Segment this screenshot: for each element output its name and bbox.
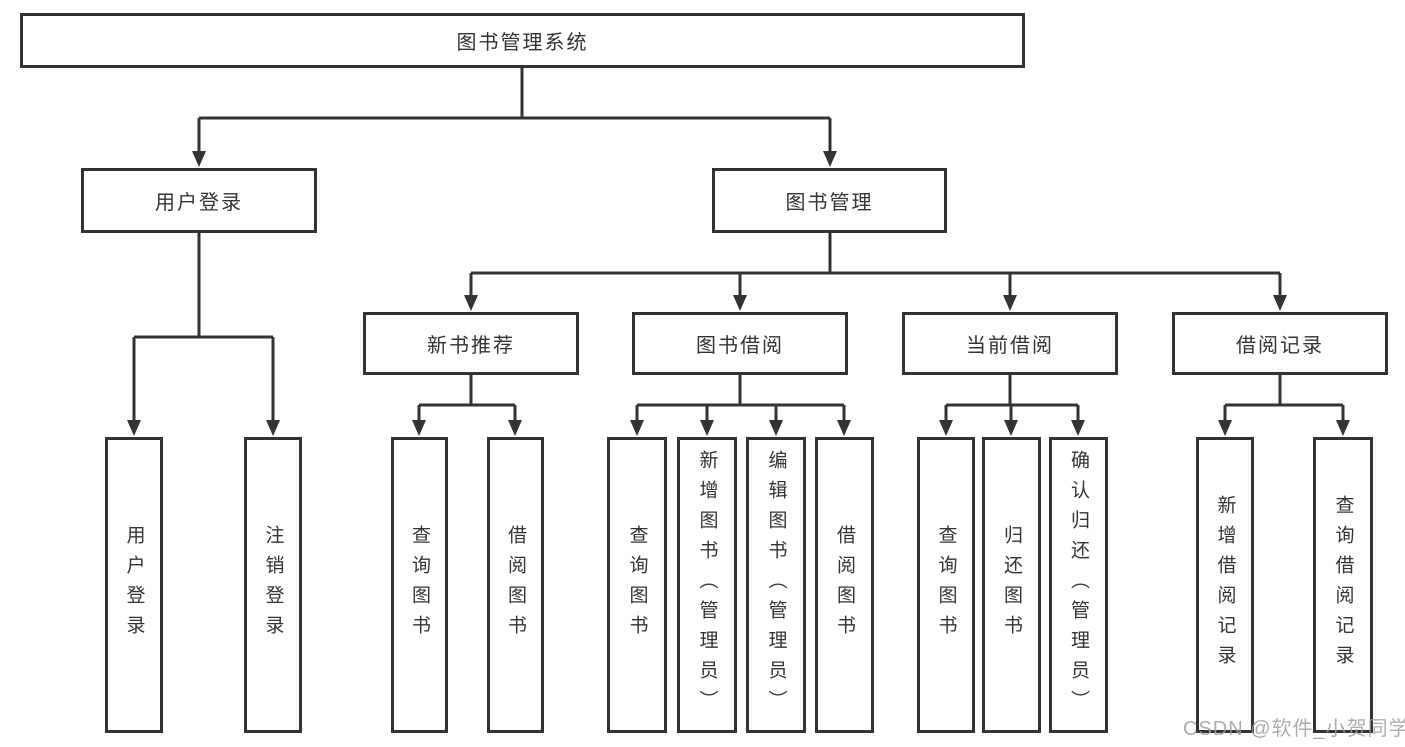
leaf-label: 归还图书 xyxy=(1001,525,1022,645)
leaf-label: 新增借阅记录 xyxy=(1214,495,1236,675)
leaf-label: 查询图书 xyxy=(935,525,957,645)
leaf-label: 注销登录 xyxy=(262,525,284,645)
watermark: CSDN @软件_小贺同学 xyxy=(1183,718,1405,740)
node-library-management-system: 图书管理系统 xyxy=(20,13,1025,68)
leaf-label: 用户登录 xyxy=(123,525,145,645)
node-user-login: 用户登录 xyxy=(81,168,317,233)
leaf-add-borrow-record: 新增借阅记录 xyxy=(1196,437,1254,733)
leaf-edit-books-admin: 编辑图书（管理员） xyxy=(746,437,806,733)
leaf-query-books-borrowing: 查询图书 xyxy=(607,437,667,733)
leaf-query-books-current: 查询图书 xyxy=(917,437,975,733)
leaf-borrow-books-borrowing: 借阅图书 xyxy=(815,437,874,733)
leaf-query-books-recommend: 查询图书 xyxy=(391,437,448,733)
leaf-return-books: 归还图书 xyxy=(982,437,1041,733)
node-borrowing-records: 借阅记录 xyxy=(1172,312,1388,375)
leaf-label: 借阅图书 xyxy=(834,525,855,645)
leaf-label: 借阅图书 xyxy=(505,525,526,645)
leaf-label: 查询图书 xyxy=(409,525,430,645)
node-book-management: 图书管理 xyxy=(712,168,947,233)
leaf-label: 确认归还（管理员） xyxy=(1068,450,1089,720)
leaf-confirm-return-admin: 确认归还（管理员） xyxy=(1049,437,1108,733)
leaf-label: 编辑图书（管理员） xyxy=(765,450,787,720)
leaf-logout-login: 注销登录 xyxy=(244,437,302,733)
leaf-user-login: 用户登录 xyxy=(105,437,163,733)
leaf-query-borrow-record: 查询借阅记录 xyxy=(1313,437,1373,733)
leaf-add-books-admin: 新增图书（管理员） xyxy=(677,437,737,733)
node-new-book-recommendation: 新书推荐 xyxy=(363,312,579,375)
node-book-borrowing: 图书借阅 xyxy=(632,312,848,375)
node-current-borrowing: 当前借阅 xyxy=(902,312,1118,375)
leaf-label: 查询图书 xyxy=(626,525,648,645)
leaf-label: 新增图书（管理员） xyxy=(696,450,718,720)
leaf-borrow-books-recommend: 借阅图书 xyxy=(487,437,544,733)
arrowheads xyxy=(127,151,1350,436)
leaf-label: 查询借阅记录 xyxy=(1332,495,1354,675)
